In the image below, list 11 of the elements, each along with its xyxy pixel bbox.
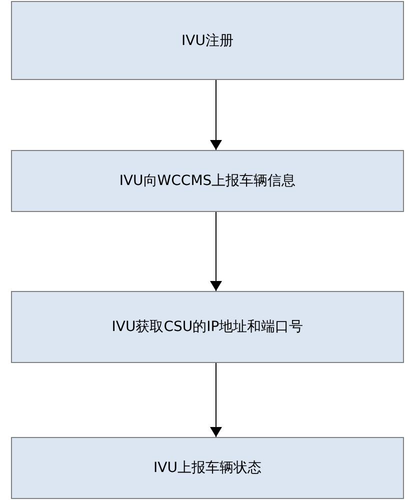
arrow [210,80,222,150]
arrow [210,212,222,292]
process-box [11,437,404,499]
arrow [210,362,222,438]
box-label: IVU上报车辆状态 [154,459,262,477]
process-box [11,291,404,363]
process-box [11,150,404,212]
box-label: IVU注册 [182,32,234,50]
process-box [11,1,404,80]
box-label: IVU获取CSU的IP地址和端口号 [112,318,304,336]
box-label: IVU向WCCMS上报车辆信息 [119,172,296,190]
